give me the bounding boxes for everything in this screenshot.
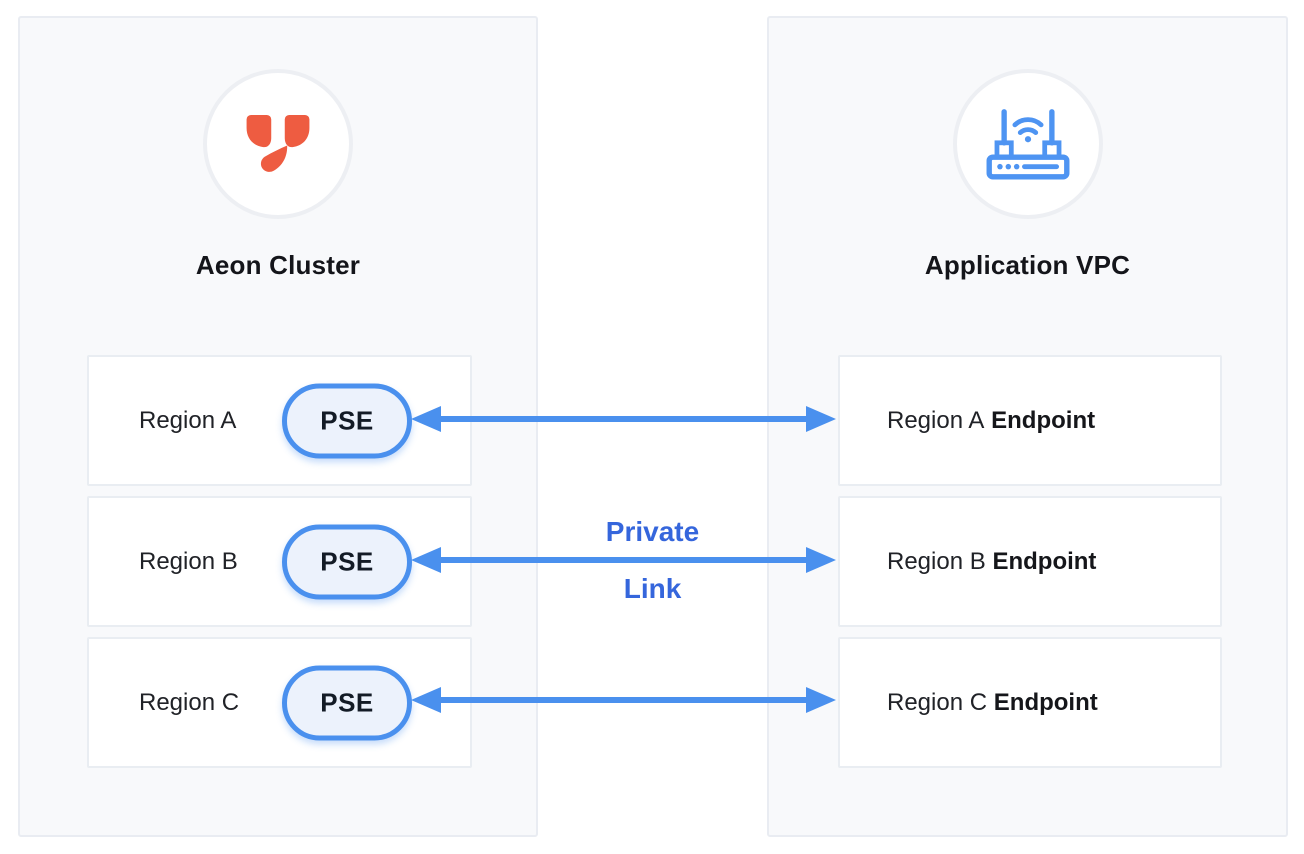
panel-title-aeon-cluster: Aeon Cluster bbox=[195, 250, 361, 280]
endpoint-region-label: Region B bbox=[887, 547, 986, 575]
arrowhead-left-icon bbox=[411, 687, 441, 713]
cluster-row-region-b: Region B PSE bbox=[87, 496, 472, 627]
endpoint-region-label: Region C bbox=[887, 688, 988, 716]
aeon-logo-circle bbox=[203, 69, 353, 219]
cluster-row-region-a: Region A PSE bbox=[87, 355, 472, 486]
arrowhead-right-icon bbox=[806, 687, 836, 713]
endpoint-label: Endpoint bbox=[991, 406, 1096, 434]
aeon-logo-icon bbox=[246, 115, 310, 172]
arrowhead-right-icon bbox=[806, 547, 836, 573]
router-icon-circle bbox=[952, 69, 1103, 219]
private-link-arrow-region-b bbox=[411, 547, 836, 573]
router-icon bbox=[986, 109, 1069, 180]
endpoint-label: Endpoint bbox=[993, 688, 1098, 716]
pse-badge: PSE bbox=[282, 524, 412, 599]
arrow-shaft bbox=[441, 557, 806, 563]
private-link-label-bottom: Link bbox=[623, 573, 682, 604]
pse-badge: PSE bbox=[282, 383, 412, 458]
region-label: Region B bbox=[139, 547, 238, 575]
arrowhead-right-icon bbox=[806, 406, 836, 432]
endpoint-label: Endpoint bbox=[992, 547, 1097, 575]
endpoint-region-label: Region A bbox=[887, 406, 985, 434]
cluster-row-region-c: Region C PSE bbox=[87, 637, 472, 768]
arrow-shaft bbox=[441, 697, 806, 703]
region-label: Region A bbox=[139, 406, 237, 434]
panel-title-application-vpc: Application VPC bbox=[924, 250, 1131, 280]
aeon-cluster-panel: Aeon Cluster Region A PSE Region B PSE R… bbox=[18, 16, 538, 837]
pse-badge: PSE bbox=[282, 665, 412, 740]
private-link-arrow-region-a bbox=[411, 406, 836, 432]
arrowhead-left-icon bbox=[411, 406, 441, 432]
arrow-shaft bbox=[441, 416, 806, 422]
arrowhead-left-icon bbox=[411, 547, 441, 573]
private-link-arrow-region-c bbox=[411, 687, 836, 713]
region-label: Region C bbox=[139, 688, 240, 716]
private-link-label-top: Private bbox=[605, 516, 700, 547]
